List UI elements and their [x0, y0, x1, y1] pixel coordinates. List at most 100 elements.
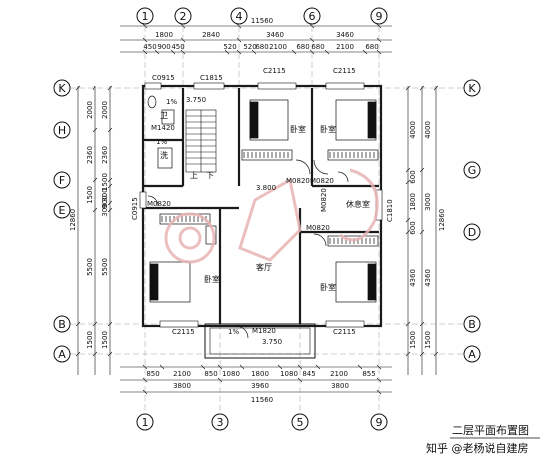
dim-top-r2-3: 3460 [336, 31, 354, 39]
dim-top-r2-1: 2840 [202, 31, 220, 39]
svg-text:1: 1 [142, 416, 149, 429]
axis-bubble-left-K: K [53, 79, 71, 97]
dim-bottom-r2-0: 3800 [173, 382, 191, 390]
dim-left-outer-3: 5500 [86, 258, 94, 276]
label-c2115-bottom-2: C2115 [333, 328, 356, 336]
label-c0915-top: C0915 [152, 74, 175, 82]
label-m0820-c1: M0820 [286, 177, 310, 185]
dim-top-r3-4: 520 [243, 43, 256, 51]
label-m0820-c2: M0820 [310, 177, 334, 185]
axis-bubble-right-B: B [463, 315, 481, 333]
dim-bottom-r1-7: 2100 [330, 370, 348, 378]
label-m0820-vertical: M0820 [320, 188, 328, 212]
room-bedroom-top-right: 卧室 [320, 124, 336, 134]
axis-bubble-right-D: D [463, 223, 481, 241]
axis-bubble-bottom-3: 3 [211, 413, 229, 431]
axis-bubble-right-A: A [463, 345, 481, 363]
svg-text:6: 6 [309, 10, 316, 23]
right-dimensions: 12860 4000 3000 4360 1500 4000 600 1800 … [409, 121, 446, 349]
dim-left-inner-7: 1500 [101, 331, 109, 349]
label-c0915-left: C0915 [131, 197, 139, 220]
dim-left-inner-2: 1500 [101, 173, 109, 191]
dim-top-r3-0: 450 [143, 43, 156, 51]
dim-right-inner-4: 4360 [409, 269, 417, 287]
dim-top-r3-9: 2100 [336, 43, 354, 51]
axis-bubble-right-K: K [463, 79, 481, 97]
svg-text:2: 2 [180, 10, 187, 23]
top-dimensions: 11560 1800 2840 3460 3460 450 900 450 52… [143, 17, 378, 51]
svg-text:9: 9 [376, 10, 383, 23]
staircase [185, 109, 217, 173]
axis-bubble-right-G: G [463, 161, 481, 179]
dim-right-inner-2: 1800 [409, 193, 417, 211]
dim-top-overall: 11560 [251, 17, 273, 25]
dim-right-inner-5: 1500 [409, 331, 417, 349]
room-wc: 卫 [160, 111, 168, 120]
dim-top-r3-6: 2100 [269, 43, 287, 51]
watermark-text: 知乎 @老杨说自建房 [426, 441, 529, 455]
axis-bubble-top-6: 6 [303, 7, 321, 25]
dim-top-r3-1: 900 [157, 43, 170, 51]
windows [139, 82, 383, 328]
dim-right-outer-0: 4000 [424, 121, 432, 139]
svg-text:F: F [59, 174, 65, 187]
slope-2: 1% [156, 138, 167, 146]
axis-bubble-top-2: 2 [174, 7, 192, 25]
axis-bubble-top-1: 1 [136, 7, 154, 25]
room-bath: 洗 [160, 150, 168, 160]
dim-bottom-overall: 11560 [251, 396, 273, 404]
dim-right-overall: 12860 [438, 209, 446, 231]
plan-title: 二层平面布置图 [452, 424, 529, 437]
room-bedroom-bottom-right: 卧室 [320, 282, 336, 292]
axis-bubble-left-F: F [53, 171, 71, 189]
dim-top-r2-0: 1800 [155, 31, 173, 39]
stairs-up-label: 上 [190, 171, 198, 180]
dim-bottom-r1-5: 1080 [280, 370, 298, 378]
watermark-graphic [164, 168, 379, 264]
svg-text:A: A [58, 348, 66, 361]
dim-top-r3-3: 520 [223, 43, 236, 51]
dim-top-r3-2: 450 [171, 43, 184, 51]
label-c1810: C1810 [386, 199, 394, 222]
component-labels: C0915 C1815 C2115 C2115 C2115 C2115 C091… [131, 67, 394, 346]
label-m0820-rest: M0820 [306, 224, 330, 232]
axis-bubble-top-4: 4 [230, 7, 248, 25]
axis-bubbles: 1 2 4 6 9 1 3 5 9 K H F E B A K G D B A [53, 7, 481, 431]
svg-text:1: 1 [142, 10, 149, 23]
dim-right-outer-2: 4360 [424, 269, 432, 287]
dim-left-inner-1: 2360 [101, 146, 109, 164]
svg-text:B: B [468, 318, 476, 331]
label-c2115-top-2: C2115 [333, 67, 356, 75]
dim-left-overall: 12860 [69, 209, 77, 231]
label-c2115-top-1: C2115 [263, 67, 286, 75]
dim-top-r3-7: 680 [296, 43, 309, 51]
axis-bubble-left-B: B [53, 315, 71, 333]
dim-right-inner-0: 4000 [409, 121, 417, 139]
room-living: 客厅 [256, 262, 272, 272]
svg-text:K: K [58, 82, 66, 95]
room-bedroom-bottom-left: 卧室 [204, 274, 220, 284]
dim-bottom-r1-1: 2100 [173, 370, 191, 378]
label-m0820-left: M0820 [147, 200, 171, 208]
stairs-down-label: 下 [206, 171, 214, 180]
axis-bubble-left-E: E [53, 201, 71, 219]
svg-text:E: E [59, 204, 66, 217]
axis-bubble-top-9: 9 [370, 7, 388, 25]
slope-3: 1% [228, 328, 239, 336]
dim-right-inner-1: 600 [409, 170, 417, 183]
slope-1: 1% [166, 98, 177, 106]
dim-right-outer-1: 3000 [424, 193, 432, 211]
svg-text:3: 3 [217, 416, 224, 429]
left-dimensions: 12860 2000 2360 1500 5500 1500 2000 2360… [69, 101, 109, 349]
svg-text:A: A [468, 348, 476, 361]
bottom-dimensions: 11560 3800 3960 3800 850 2100 850 1080 1… [146, 370, 375, 404]
dim-bottom-r1-8: 855 [362, 370, 375, 378]
axis-bubble-bottom-9: 9 [370, 413, 388, 431]
dim-bottom-r1-0: 850 [146, 370, 159, 378]
svg-text:G: G [468, 164, 477, 177]
dim-top-r2-2: 3460 [266, 31, 284, 39]
dim-top-r3-5: 680 [255, 43, 268, 51]
axis-bubble-bottom-1: 1 [136, 413, 154, 431]
balcony [204, 323, 316, 359]
